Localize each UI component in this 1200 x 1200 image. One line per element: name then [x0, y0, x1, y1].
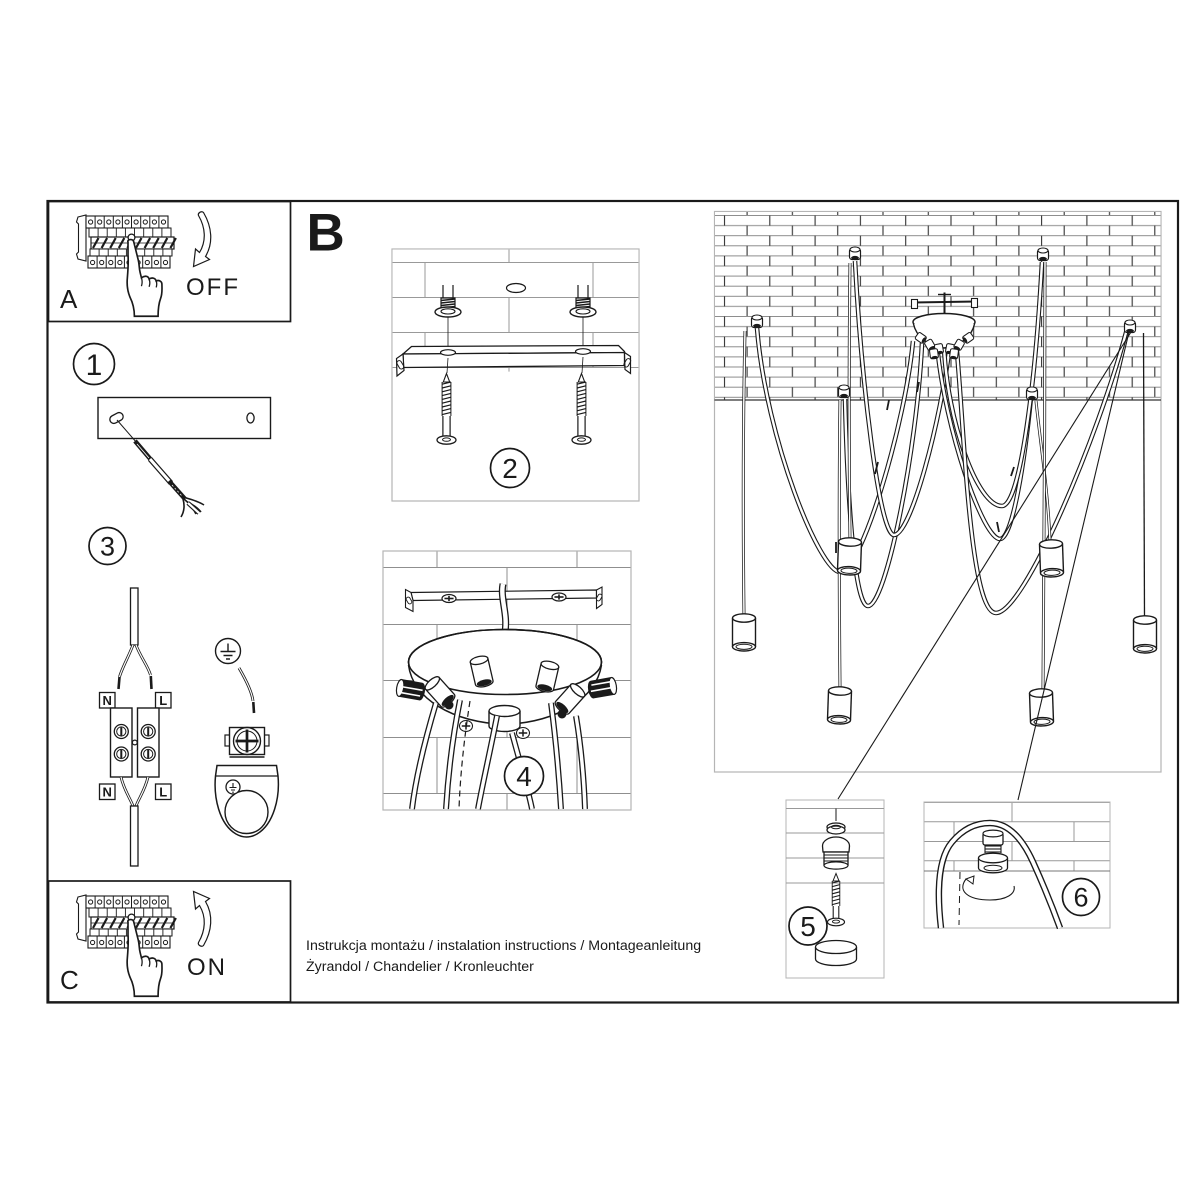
- svg-text:OFF: OFF: [186, 274, 240, 301]
- svg-text:3: 3: [100, 532, 115, 562]
- svg-text:6: 6: [1073, 883, 1088, 913]
- svg-text:1: 1: [86, 349, 103, 382]
- svg-text:Żyrandol / Chandelier / Kronle: Żyrandol / Chandelier / Kronleuchter: [306, 957, 534, 975]
- svg-text:L: L: [159, 693, 167, 708]
- svg-text:C: C: [60, 965, 79, 995]
- svg-text:L: L: [159, 785, 167, 800]
- svg-text:ON: ON: [187, 954, 227, 981]
- svg-text:Instrukcja montażu / instalati: Instrukcja montażu / instalation instruc…: [306, 938, 701, 954]
- svg-text:A: A: [60, 284, 78, 314]
- svg-text:B: B: [307, 204, 345, 263]
- svg-text:4: 4: [516, 761, 532, 792]
- svg-text:2: 2: [502, 453, 518, 484]
- svg-text:N: N: [103, 693, 112, 708]
- svg-text:5: 5: [800, 911, 816, 942]
- svg-text:N: N: [103, 785, 112, 800]
